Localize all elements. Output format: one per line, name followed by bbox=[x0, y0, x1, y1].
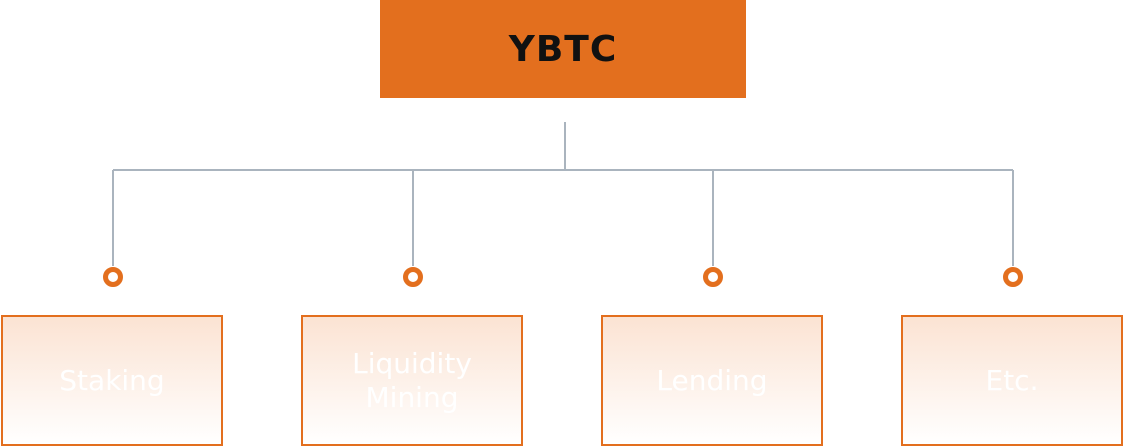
child-node-lending: Lending bbox=[601, 315, 823, 446]
child-node-label: Staking bbox=[59, 363, 165, 397]
connector-node-staking bbox=[103, 267, 123, 287]
child-node-label: Lending bbox=[656, 363, 768, 397]
connector-node-etc bbox=[1003, 267, 1023, 287]
child-node-label: Liquidity Mining bbox=[352, 346, 472, 414]
child-node-staking: Staking bbox=[1, 315, 223, 446]
child-node-etc: Etc. bbox=[901, 315, 1123, 446]
connector-node-lending bbox=[703, 267, 723, 287]
root-node-label: YBTC bbox=[508, 28, 618, 70]
connector-node-liquidity-mining bbox=[403, 267, 423, 287]
root-node-box: YBTC bbox=[380, 0, 746, 98]
child-node-label: Etc. bbox=[985, 363, 1039, 397]
child-node-liquidity-mining: Liquidity Mining bbox=[301, 315, 523, 446]
